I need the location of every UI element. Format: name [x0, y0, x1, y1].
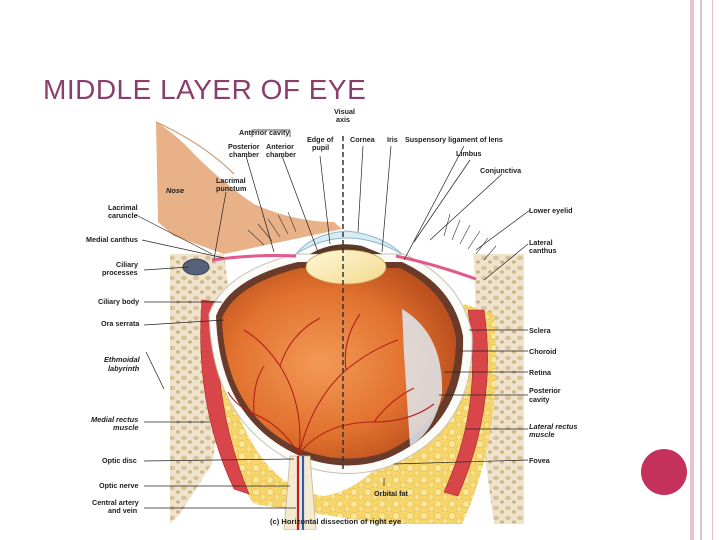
label-suspensory-ligament: Suspensory ligament of lens: [405, 135, 503, 144]
label-retina: Retina: [529, 368, 552, 377]
label-optic-nerve: Optic nerve: [99, 481, 139, 490]
lens-body: [306, 250, 386, 284]
label-posterior-cavity-2: cavity: [529, 395, 549, 404]
rail-outer: [690, 0, 694, 540]
label-lateral-rectus-2: muscle: [529, 430, 554, 439]
label-anterior-cavity: Anterior cavity: [239, 128, 289, 137]
label-lateral-canthus-2: canthus: [529, 246, 557, 255]
label-posterior-chamber-2: chamber: [229, 150, 259, 159]
label-medial-rectus-2: muscle: [113, 423, 138, 432]
label-conjunctiva: Conjunctiva: [480, 166, 522, 175]
label-ethmoidal-labyrinth-1: Ethmoidal: [104, 355, 141, 364]
label-central-artery-2: and vein: [108, 506, 137, 515]
label-optic-disc: Optic disc: [102, 456, 137, 465]
figure-caption: (c) Horizontal dissection of right eye: [270, 517, 401, 526]
label-medial-canthus: Medial canthus: [86, 235, 138, 244]
label-orbital-fat: Orbital fat: [374, 489, 409, 498]
label-lacrimal-caruncle-2: caruncle: [108, 211, 138, 220]
label-limbus: Limbus: [456, 149, 482, 158]
label-lacrimal-punctum-2: punctum: [216, 184, 246, 193]
label-sclera: Sclera: [529, 326, 552, 335]
label-ciliary-processes-2: processes: [102, 268, 138, 277]
label-ora-serrata: Ora serrata: [101, 319, 140, 328]
label-cornea: Cornea: [350, 135, 376, 144]
rail-thin: [712, 0, 713, 540]
label-iris: Iris: [387, 135, 398, 144]
eye-diagram: Visual axis Anterior cavity Posterior ch…: [84, 104, 598, 530]
label-lower-eyelid: Lower eyelid: [529, 206, 573, 215]
label-posterior-cavity-1: Posterior: [529, 386, 561, 395]
label-anterior-chamber-2: chamber: [266, 150, 296, 159]
slide-bullet-circle: [641, 449, 687, 495]
rail-inner: [700, 0, 702, 540]
label-ethmoidal-labyrinth-2: labyrinth: [108, 364, 140, 373]
label-choroid: Choroid: [529, 347, 557, 356]
label-visual-axis-2: axis: [336, 115, 350, 124]
label-edge-of-pupil-2: pupil: [312, 143, 329, 152]
label-nose: Nose: [166, 186, 184, 195]
slide-title: MIDDLE LAYER OF EYE: [43, 74, 366, 106]
label-ciliary-body: Ciliary body: [98, 297, 139, 306]
label-fovea: Fovea: [529, 456, 551, 465]
